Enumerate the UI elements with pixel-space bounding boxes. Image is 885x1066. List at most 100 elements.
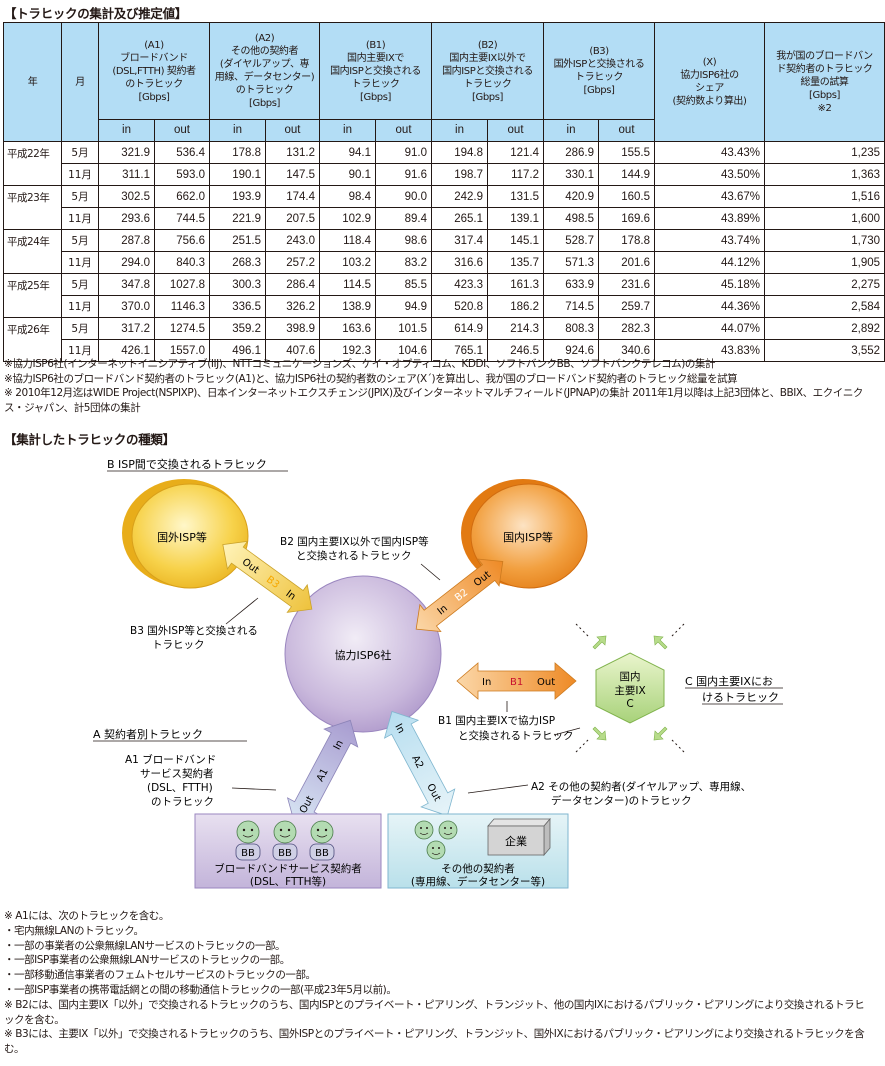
month-cell: 11月	[61, 295, 99, 318]
value-cell-b1-in: 98.4	[319, 185, 377, 208]
header-line: トラヒック	[351, 78, 400, 90]
footnote-7: ※ B2には、国内主要IX「以外」で交換されるトラヒックのうち、国内ISPとのプ…	[4, 998, 865, 1026]
footnote-4: ・一部ISP事業者の公衆無線LANサービスのトラヒックの一部。	[4, 954, 290, 967]
traffic-table: 年 月 (A1)ブロードバンド(DSL,FTTH) 契約者のトラヒック[Gbps…	[3, 22, 885, 362]
value-cell-a1-out: 744.5	[153, 207, 211, 230]
header-line: (X)	[702, 57, 717, 68]
a1-desc-1: A1 ブロードバンド	[125, 753, 216, 766]
value-cell-x: 43.43%	[654, 141, 766, 164]
value-cell-x: 45.18%	[654, 273, 766, 296]
value-cell-a1-in: 302.5	[98, 185, 155, 208]
value-cell-b3-in: 286.9	[543, 141, 600, 164]
value-cell-a1-in: 294.0	[98, 251, 155, 274]
note-1: ※協力ISP6社(インターネットイニシアティブ(IIJ)、NTTコミュニケーショ…	[4, 358, 716, 370]
value-cell-b3-in: 528.7	[543, 229, 600, 252]
value-cell-total: 1,600	[764, 207, 885, 230]
header-line: (B2)	[477, 39, 498, 51]
bb-user-icon: BB	[235, 820, 261, 861]
value-cell-a1-in: 311.1	[98, 163, 155, 186]
header-line: [Gbps]	[248, 98, 281, 109]
value-cell-a1-out: 756.6	[153, 229, 211, 252]
header-line: のトラヒック	[235, 85, 294, 96]
header-a1: (A1)ブロードバンド(DSL,FTTH) 契約者のトラヒック[Gbps]	[97, 22, 211, 120]
header-line: ド契約者のトラヒック	[776, 63, 873, 75]
value-cell-a2-in: 359.2	[209, 317, 267, 340]
value-cell-b3-in: 633.9	[543, 273, 600, 296]
ix-label-3: C	[626, 698, 633, 710]
header-line: (A2)	[254, 33, 275, 44]
value-cell-x: 43.67%	[654, 185, 766, 208]
header-out: out	[265, 119, 321, 142]
value-cell-b3-out: 160.5	[598, 185, 656, 208]
header-b2: (B2)国内主要IX以外で国内ISPと交換されるトラヒック[Gbps]	[431, 22, 545, 120]
value-cell-b1-in: 192.3	[319, 339, 377, 362]
foreign-isp-node: 国外ISP等	[122, 479, 249, 589]
value-cell-total: 3,552	[764, 339, 885, 362]
broadband-users-box: BB BB BB ブロードバンドサービス契約者 (DSL、FTTH等)	[194, 813, 382, 889]
header-line: [Gbps]	[360, 91, 392, 103]
b1-in: In	[482, 677, 491, 688]
a1-desc-2: サービス契約者	[140, 767, 214, 780]
other-users-label-1: その他の契約者	[441, 862, 515, 875]
c-desc-1: C 国内主要IXにお	[685, 674, 773, 688]
a2-in: In	[392, 722, 406, 735]
value-cell-a1-in: 293.6	[98, 207, 155, 230]
value-cell-b1-in: 163.6	[319, 317, 377, 340]
value-cell-a1-out: 536.4	[153, 141, 211, 164]
bb-tag-2: BB	[278, 848, 292, 859]
value-cell-b1-in: 138.9	[319, 295, 377, 318]
header-line: 国内主要IXで	[347, 52, 405, 64]
value-cell-b2-in: 423.3	[431, 273, 489, 296]
b2-arrow: In B2 Out	[415, 558, 504, 632]
value-cell-x: 43.89%	[654, 207, 766, 230]
value-cell-a2-out: 147.5	[265, 163, 321, 186]
value-cell-a2-out: 407.6	[265, 339, 321, 362]
value-cell-x: 43.74%	[654, 229, 766, 252]
header-line: [Gbps]	[472, 91, 504, 103]
header-line: ブロードバンド	[120, 52, 188, 64]
value-cell-b1-out: 85.5	[375, 273, 433, 296]
header-in: in	[319, 119, 377, 142]
header-line: シェア	[695, 83, 724, 94]
c-desc-2: けるトラヒック	[702, 691, 779, 704]
domestic-isp-label: 国内ISP等	[503, 530, 553, 544]
header-line: のトラヒック	[125, 78, 183, 90]
b1-desc-2: と交換されるトラヒック	[458, 729, 574, 742]
note-3: ※ 2010年12月迄はWIDE Project(NSPIXP)、日本インターネ…	[4, 387, 863, 414]
value-cell-total: 1,235	[764, 141, 885, 164]
value-cell-b2-in: 614.9	[431, 317, 489, 340]
header-line: ※2	[817, 102, 832, 114]
face-icon	[438, 820, 458, 840]
value-cell-b3-out: 259.7	[598, 295, 656, 318]
value-cell-a1-in: 321.9	[98, 141, 155, 164]
value-cell-b3-out: 155.5	[598, 141, 656, 164]
value-cell-b2-out: 135.7	[487, 251, 545, 274]
value-cell-b2-in: 520.8	[431, 295, 489, 318]
footnote-8: ※ B3には、主要IX「以外」で交換されるトラヒックのうち、国外ISPとのプライ…	[4, 1028, 865, 1056]
value-cell-a2-in: 193.9	[209, 185, 267, 208]
value-cell-total: 1,363	[764, 163, 885, 186]
value-cell-b2-out: 161.3	[487, 273, 545, 296]
header-line: 国内主要IX以外で	[449, 52, 526, 64]
value-cell-total: 1,516	[764, 185, 885, 208]
value-cell-b2-in: 242.9	[431, 185, 489, 208]
footnote-1: ※ A1には、次のトラヒックを含む。	[4, 910, 169, 922]
value-cell-b1-out: 94.9	[375, 295, 433, 318]
label-b: B ISP間で交換されるトラヒック	[107, 457, 267, 471]
value-cell-b3-in: 808.3	[543, 317, 600, 340]
month-cell: 5月	[61, 185, 99, 208]
header-in: in	[98, 119, 155, 142]
value-cell-a2-out: 257.2	[265, 251, 321, 274]
a1-tag: A1	[315, 767, 331, 784]
value-cell-b1-in: 103.2	[319, 251, 377, 274]
header-line: トラヒック	[463, 78, 512, 90]
value-cell-b3-out: 201.6	[598, 251, 656, 274]
value-cell-b2-out: 145.1	[487, 229, 545, 252]
header-line: 国内ISPと交換される	[442, 65, 533, 77]
value-cell-b2-in: 194.8	[431, 141, 489, 164]
value-cell-total: 2,275	[764, 273, 885, 296]
